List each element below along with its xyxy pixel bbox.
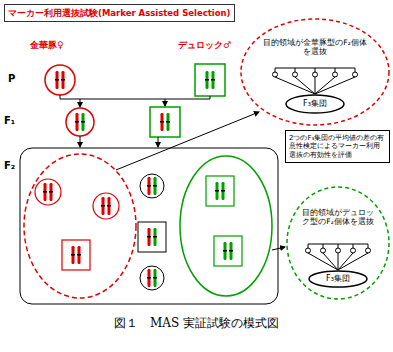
node-text: 目的領域が金華豚型のF₂個体を選抜 — [260, 38, 370, 56]
cross-arrow — [165, 99, 166, 106]
cross-line — [60, 95, 210, 99]
individual-dot — [293, 72, 298, 77]
title-box: マーカー利用選抜試験(Marker Assisted Selection) — [4, 4, 235, 22]
tree-line — [323, 244, 324, 248]
individual-dot — [333, 72, 338, 77]
tree-line — [295, 77, 315, 94]
tree-line — [308, 253, 338, 270]
breed-label: 金華豚♀ — [30, 40, 64, 51]
chromosome-pair — [43, 183, 53, 201]
chromosome-pair — [205, 71, 215, 89]
chromosome-pair — [215, 182, 225, 200]
selection-circle: 目的領域がデュロック型のF₂個体を選抜 F₃集団 — [286, 186, 390, 300]
cross-arrow — [158, 137, 159, 147]
ellipse-outline — [309, 271, 367, 287]
f1-male — [150, 107, 180, 137]
tree-line — [315, 77, 316, 94]
individual-dot — [273, 72, 278, 77]
node-text: マーカー利用選抜試験(Marker Assisted Selection) — [8, 8, 231, 18]
generation-label: F₂ — [4, 160, 15, 172]
selection-arrow — [116, 112, 259, 170]
ellipse-outline — [241, 19, 389, 125]
generation-label: P — [8, 73, 15, 85]
chromosome-pair — [55, 71, 65, 89]
f2-group-box — [20, 148, 278, 304]
node-text: F₃集団 — [326, 274, 350, 284]
f2-individual — [62, 240, 90, 270]
tree-line — [338, 253, 368, 270]
chromosome-pair — [147, 228, 157, 246]
tree-line — [355, 68, 356, 72]
chromosome-pair — [147, 269, 157, 287]
tree-line — [315, 77, 355, 94]
chromosome-pair — [101, 197, 111, 215]
tree-line — [315, 77, 335, 94]
ellipse-outline — [287, 187, 389, 299]
selection-circle: 目的領域が金華豚型のF₂個体を選抜 F₃集団 — [240, 18, 390, 126]
individual-dot — [321, 248, 326, 253]
tree-line — [368, 244, 369, 248]
f1-female — [66, 108, 94, 136]
tree-line — [295, 68, 296, 72]
cross-arrow — [80, 136, 81, 147]
tree-line — [335, 68, 336, 72]
cross-arrow — [80, 99, 81, 107]
node-text: 2つのF₃集団の平均値の差の有意性検定によるマーカー利用選抜の有効性を評価 — [289, 134, 386, 159]
individual-dot — [351, 248, 356, 253]
ellipse-outline — [286, 95, 344, 113]
tree-line — [338, 244, 339, 248]
tree-line — [338, 253, 353, 270]
population-ellipse: F₃集団 — [285, 94, 345, 114]
population-ellipse: F₃集団 — [308, 270, 368, 288]
tree-line — [315, 68, 316, 72]
tree-line — [338, 253, 339, 270]
f2-individual — [206, 176, 234, 206]
node-text: 目的領域がデュロック型のF₂個体を選抜 — [300, 208, 376, 226]
chromosome-pair — [147, 177, 157, 195]
tree-line — [353, 244, 354, 248]
generation-label: F₁ — [4, 115, 15, 127]
breed-label: デュロック♂ — [178, 40, 231, 51]
f2-individual — [138, 222, 166, 252]
f2-individual — [35, 179, 61, 205]
individual-dot — [306, 248, 311, 253]
tree-line — [275, 68, 276, 72]
parent-female — [45, 65, 75, 95]
individual-dot — [336, 248, 341, 253]
f2-individual — [214, 236, 242, 266]
selected-group-male-type — [180, 156, 272, 296]
tree-line — [323, 253, 338, 270]
individual-dot — [353, 72, 358, 77]
f2-individual — [93, 193, 119, 219]
selection-arrow — [272, 247, 285, 250]
individual-dot — [313, 72, 318, 77]
selected-group-female-type — [24, 154, 136, 298]
chromosome-pair — [71, 246, 81, 264]
f2-individual — [140, 174, 164, 198]
parent-male — [195, 64, 225, 96]
figure-caption: 図１ MAS 実証試験の模式図 — [114, 316, 279, 330]
chromosome-pair — [75, 113, 85, 131]
note-box: 2つのF₃集団の平均値の差の有意性検定によるマーカー利用選抜の有効性を評価 — [285, 130, 390, 163]
f2-individual — [140, 266, 164, 290]
chromosome-pair — [160, 113, 170, 131]
node-text: F₃集団 — [303, 99, 327, 109]
tree-line — [275, 77, 315, 94]
individual-dot — [366, 248, 371, 253]
tree-line — [308, 244, 309, 248]
chromosome-pair — [223, 242, 233, 260]
